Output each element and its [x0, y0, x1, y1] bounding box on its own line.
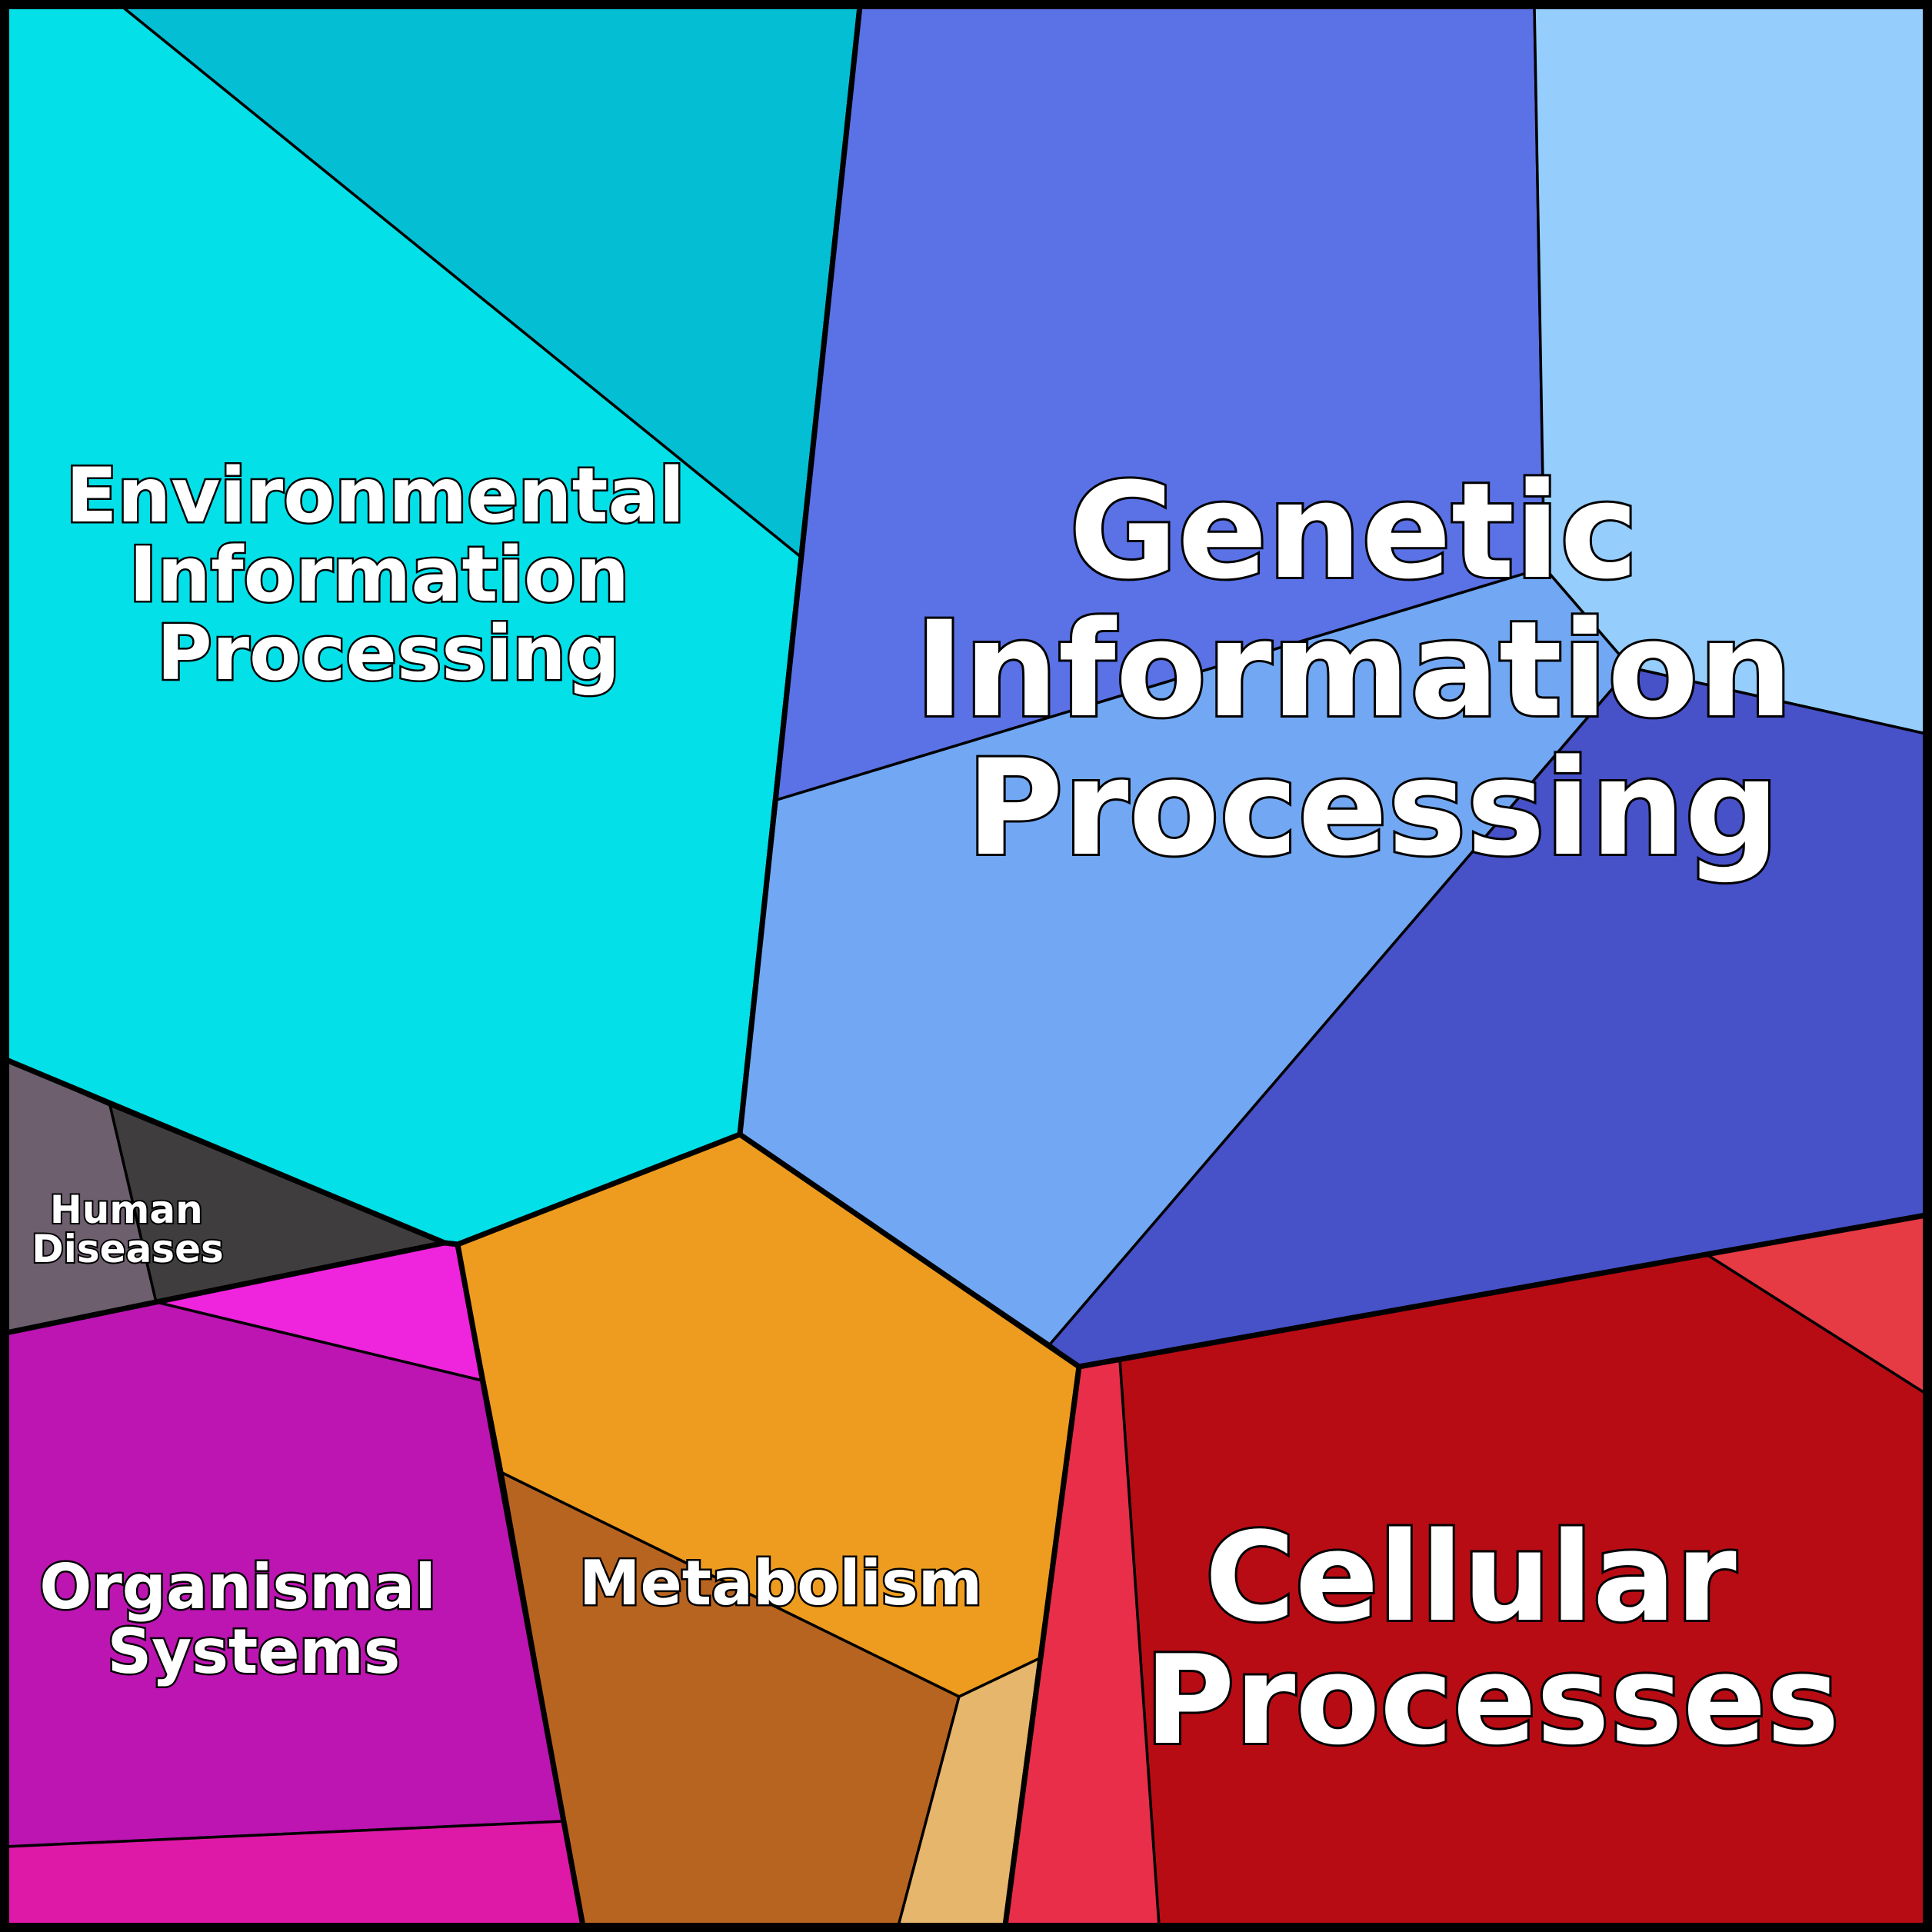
- label-human-diseases-line-2: Diseases: [32, 1227, 224, 1271]
- label-human-diseases: Human Diseases: [32, 1188, 224, 1271]
- label-organismal-line-2: Systems: [108, 1616, 401, 1687]
- label-metabolism: Metabolism: [579, 1547, 982, 1619]
- label-human-diseases-line-1: Human: [50, 1188, 203, 1232]
- label-environmental-line-2: Information: [129, 531, 629, 619]
- group-genetic-information-processing: [737, 3, 1929, 1370]
- label-cellular-line-2: Processes: [1144, 1628, 1840, 1772]
- label-environmental-line-1: Environmental: [66, 452, 685, 540]
- label-organismal-systems: Organismal Systems: [39, 1551, 457, 1687]
- group-metabolism: [455, 1131, 1082, 1929]
- label-metabolism-line-1: Metabolism: [579, 1547, 982, 1619]
- label-genetic-line-3: Processing: [967, 731, 1780, 885]
- label-cellular-line-1: Cellular: [1205, 1505, 1737, 1649]
- label-cellular-processes: Cellular Processes: [1144, 1505, 1840, 1772]
- label-environmental-line-3: Processing: [157, 610, 620, 698]
- label-genetic-line-2: Information: [914, 592, 1792, 747]
- label-environmental-information-processing: Environmental Information Processing: [66, 452, 711, 698]
- label-organismal-line-1: Organismal: [39, 1551, 435, 1623]
- label-genetic-information-processing: Genetic Information Processing: [914, 454, 1838, 885]
- label-genetic-line-1: Genetic: [1069, 454, 1638, 608]
